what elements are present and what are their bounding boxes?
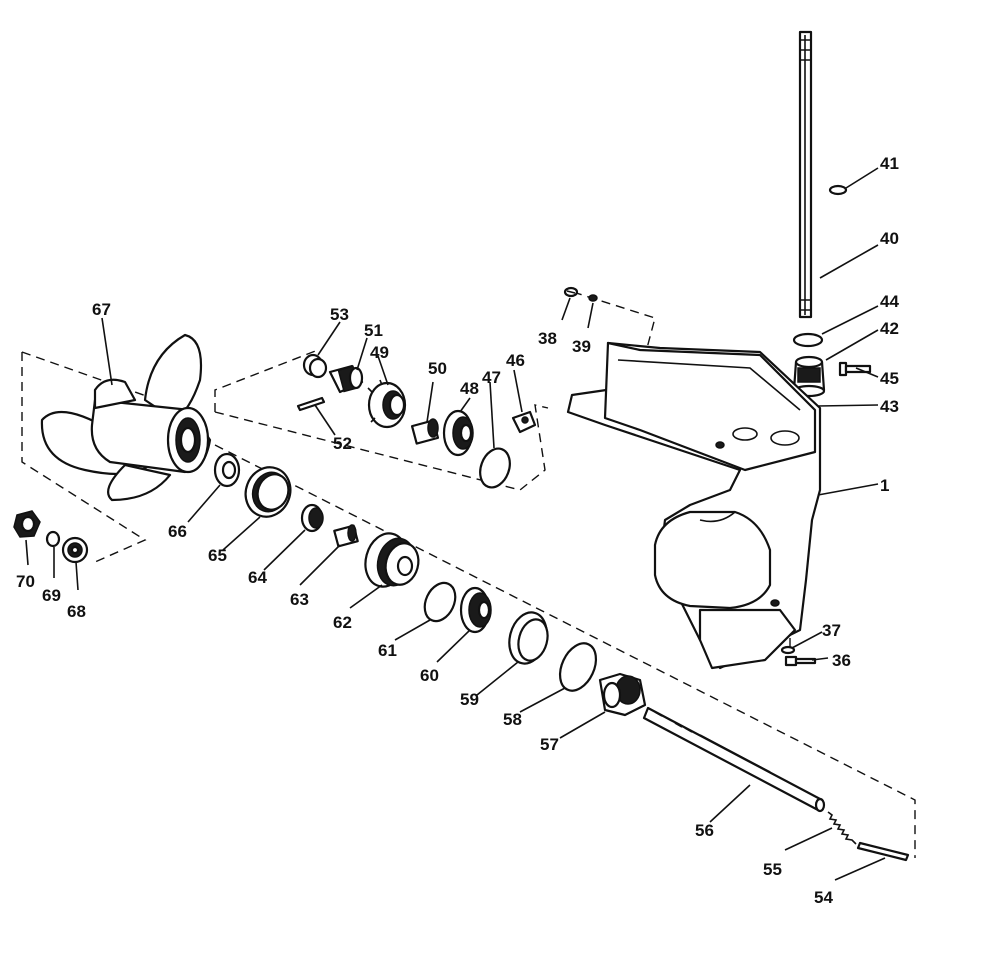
- callout-56: 56: [695, 821, 714, 840]
- retaining-ring-part-41: [828, 184, 848, 196]
- callout-38: 38: [538, 329, 557, 348]
- callout-47: 47: [482, 368, 501, 387]
- cam-follower-part-53: [302, 353, 328, 379]
- callout-43: 43: [880, 397, 899, 416]
- callout-41: 41: [880, 154, 899, 173]
- race-part-59: [508, 611, 549, 665]
- o-ring-part-61: [423, 581, 457, 623]
- callout-48: 48: [460, 379, 479, 398]
- driveshaft-part-40: [798, 30, 813, 319]
- callout-53: 53: [330, 305, 349, 324]
- o-ring-part-47: [479, 447, 511, 489]
- forward-gear-part-57: [598, 672, 647, 717]
- screw-part-45: [838, 361, 872, 377]
- callout-63: 63: [290, 590, 309, 609]
- thrust-hub-part-68: [61, 536, 89, 564]
- callout-52: 52: [333, 434, 352, 453]
- callout-68: 68: [67, 602, 86, 621]
- callout-45: 45: [880, 369, 899, 388]
- callout-55: 55: [763, 860, 782, 879]
- pin-part-52: [296, 396, 326, 412]
- pin-part-54: [856, 841, 910, 862]
- screw-part-38: [563, 286, 579, 298]
- washer-part-44: [792, 332, 824, 348]
- seal-part-39: [588, 294, 598, 302]
- callout-59: 59: [460, 690, 479, 709]
- gear-part-49: [367, 379, 407, 429]
- callout-42: 42: [880, 319, 899, 338]
- callout-39: 39: [572, 337, 591, 356]
- callout-60: 60: [420, 666, 439, 685]
- shim-part-58: [558, 642, 598, 692]
- callout-58: 58: [503, 710, 522, 729]
- callout-49: 49: [370, 343, 389, 362]
- callout-51: 51: [364, 321, 383, 340]
- callout-66: 66: [168, 522, 187, 541]
- propeller-part-67: [40, 333, 212, 502]
- ball-bearing-part-60: [459, 586, 492, 634]
- spring-part-55: [827, 811, 857, 845]
- callout-61: 61: [378, 641, 397, 660]
- ring-part-65: [244, 466, 292, 518]
- bearing-part-50: [410, 418, 440, 445]
- leader-lines: [25, 167, 886, 881]
- bearing-part-64: [300, 503, 324, 533]
- needle-bearing-part-63: [333, 524, 359, 548]
- callout-64: 64: [248, 568, 267, 587]
- callout-57: 57: [540, 735, 559, 754]
- callout-44: 44: [880, 292, 899, 311]
- screw-part-36: [784, 655, 817, 667]
- nut-part-70: [13, 510, 41, 538]
- callout-65: 65: [208, 546, 227, 565]
- callout-labels: 41 40 44 42 45 43 1 38 39 37 36 67 53 51…: [16, 154, 899, 907]
- washer-part-37: [780, 645, 796, 655]
- callout-46: 46: [506, 351, 525, 370]
- washer-part-69: [45, 530, 61, 548]
- propeller-shaft-part-56: [642, 706, 826, 813]
- clutch-part-51: [328, 364, 364, 394]
- callout-36: 36: [832, 651, 851, 670]
- reverse-gear-part-62: [364, 532, 420, 588]
- callout-54: 54: [814, 888, 833, 907]
- callout-69: 69: [42, 586, 61, 605]
- callout-70: 70: [16, 572, 35, 591]
- callout-1: 1: [880, 476, 889, 495]
- callout-62: 62: [333, 613, 352, 632]
- ball-bearing-part-48: [442, 409, 474, 457]
- callout-40: 40: [880, 229, 899, 248]
- callout-67: 67: [92, 300, 111, 319]
- shift-cam-part-46: [511, 410, 537, 434]
- gear-housing-part-1: [566, 341, 822, 670]
- washer-part-66: [213, 452, 241, 488]
- callout-37: 37: [822, 621, 841, 640]
- callout-50: 50: [428, 359, 447, 378]
